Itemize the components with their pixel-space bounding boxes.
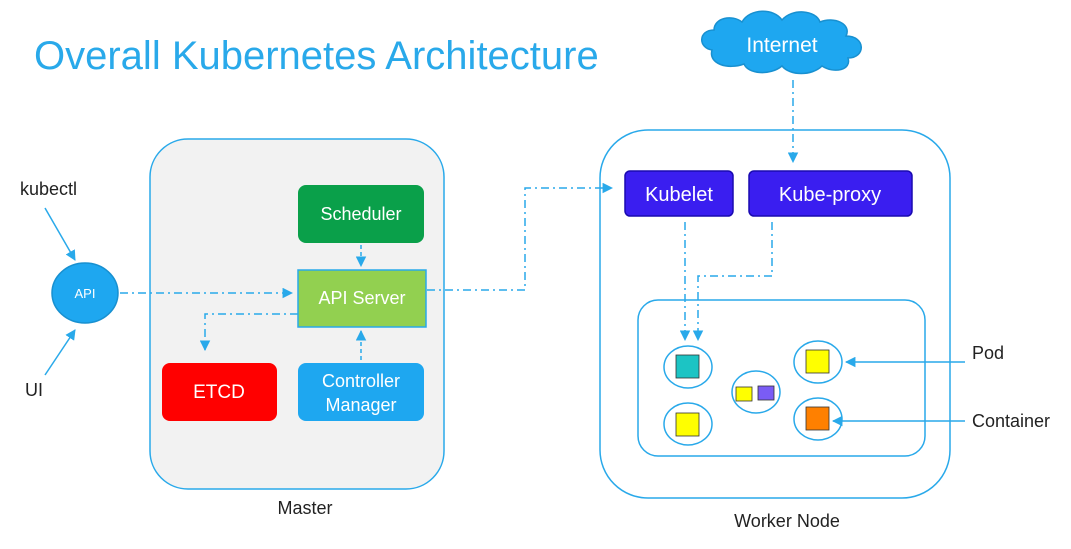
container-yellow-1 [805,349,830,374]
scheduler-label: Scheduler [320,204,401,224]
api-client-circle [51,262,119,324]
api-server-label: API Server [318,288,405,308]
kubelet-box [624,170,734,217]
internet-cloud-icon: Internet [701,10,862,75]
kube-proxy-box [748,170,913,217]
apiserver-to-etcd-arrow [199,313,298,352]
controller-manager-label-1: Controller [322,371,400,391]
ui-arrow [44,329,76,376]
pod-4 [663,402,713,446]
pod-5 [793,397,843,441]
etcd-label: ETCD [193,382,245,403]
pod-3 [793,340,843,384]
scheduler-box [298,185,424,243]
container-purple-small [757,385,775,401]
container-teal [675,354,700,379]
kubectl-label: kubectl [20,179,77,199]
kube-proxy-label: Kube-proxy [779,184,881,206]
api-client-label: API [75,286,96,301]
container-yellow-small [735,386,753,402]
etcd-box [162,363,277,421]
apiserver-to-kubelet-arrow [427,182,614,291]
controller-manager-box [298,363,424,421]
pod-legend-label: Pod [972,343,1004,363]
internet-label: Internet [746,34,817,57]
controller-manager-label-2: Manager [325,395,396,415]
pod-1 [663,345,713,389]
master-label: Master [277,498,332,518]
worker-label: Worker Node [734,511,840,531]
container-orange [805,406,830,431]
kubelet-label: Kubelet [645,184,713,206]
api-server-box [297,269,427,328]
page-title: Overall Kubernetes Architecture [34,34,599,78]
pod-2 [731,370,781,414]
ui-label: UI [25,380,43,400]
kubectl-arrow [44,207,76,261]
container-yellow-2 [675,412,700,437]
proxy-to-pod-arrow [692,222,773,342]
container-legend-label: Container [972,411,1050,431]
